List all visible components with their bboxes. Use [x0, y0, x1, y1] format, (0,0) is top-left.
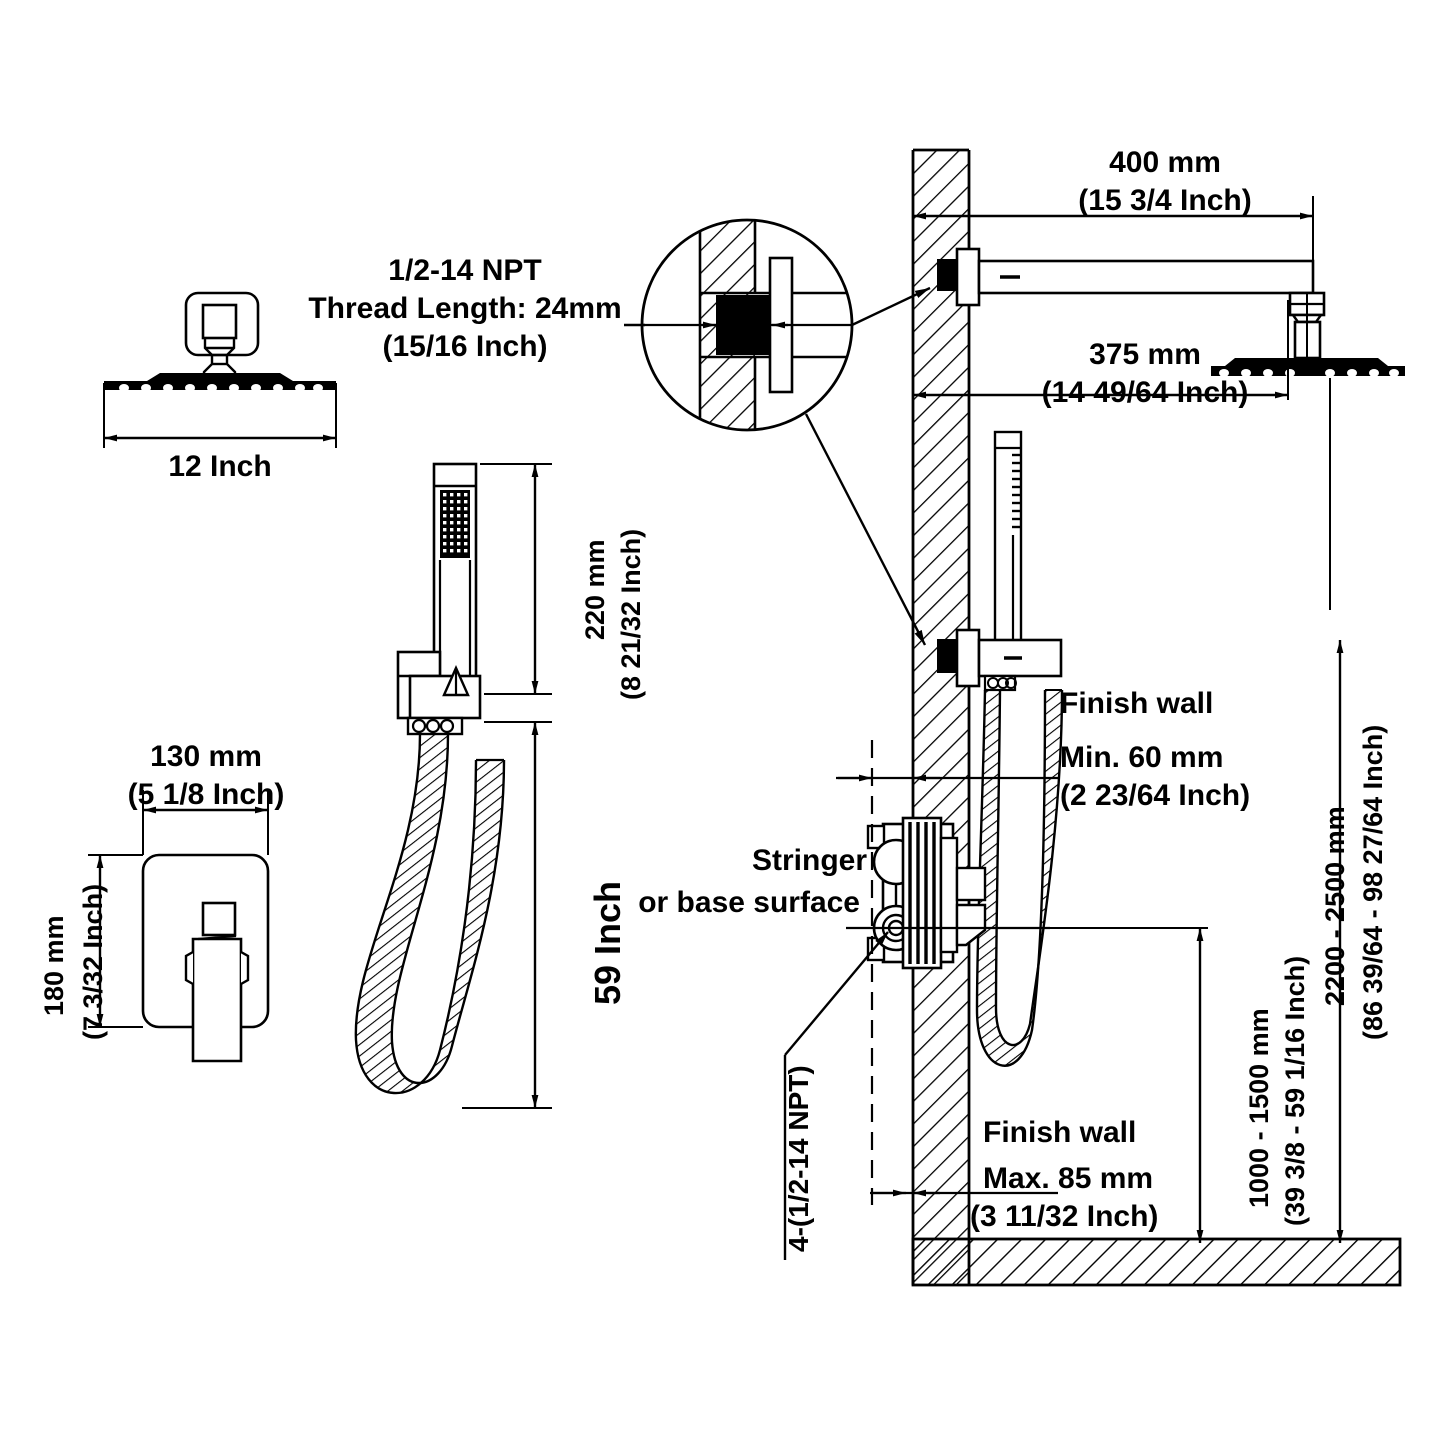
finish-wall-max-value: Max. 85 mm — [983, 1162, 1154, 1195]
valve-height-inch: (39 3/8 - 59 1/16 Inch) — [1280, 955, 1310, 1226]
head-height-inch: (86 39/64 - 98 27/64 Inch) — [1358, 724, 1388, 1040]
arm-length-mm: 400 mm — [1109, 146, 1221, 179]
thread-spec-line2: Thread Length: 24mm — [308, 292, 622, 325]
thread-spec-line1: 1/2-14 NPT — [388, 254, 542, 287]
trim-height-inch: (7 3/32 Inch) — [78, 883, 108, 1040]
valve-trim-drawing — [88, 790, 270, 1063]
head-offset-mm: 375 mm — [1089, 338, 1201, 371]
stringer-label-line1: Stringer — [752, 844, 868, 877]
head-offset-inch: (14 49/64 Inch) — [1041, 376, 1249, 409]
npt-ports-label: 4-(1/2-14 NPT) — [783, 1065, 814, 1252]
finish-wall-min-value-inch: (2 23/64 Inch) — [1060, 779, 1251, 812]
rain-head-width-dimension-label: 12 Inch — [168, 450, 272, 483]
wall-section-drawing — [783, 148, 1405, 1287]
trim-width-mm: 130 mm — [150, 740, 262, 773]
hand-shower-drawing — [354, 462, 552, 1109]
rain-shower-head-drawing — [103, 291, 337, 448]
head-height-mm: 2200 - 2500 mm — [1320, 806, 1350, 1006]
stringer-label-line2: or base surface — [638, 886, 860, 919]
valve-height-mm: 1000 - 1500 mm — [1244, 1008, 1274, 1208]
finish-wall-min-value: Min. 60 mm — [1060, 741, 1224, 774]
thread-detail-circle — [624, 218, 931, 646]
hand-shower-head-length-mm: 220 mm — [580, 539, 610, 640]
finish-wall-max-value-inch: (3 11/32 Inch) — [970, 1200, 1159, 1233]
trim-height-mm: 180 mm — [39, 915, 69, 1016]
finish-wall-max-title: Finish wall — [983, 1116, 1137, 1149]
thread-spec-line3: (15/16 Inch) — [382, 330, 548, 363]
trim-width-inch: (5 1/8 Inch) — [127, 778, 285, 811]
arm-length-inch: (15 3/4 Inch) — [1078, 184, 1252, 217]
finish-wall-min-title: Finish wall — [1060, 687, 1214, 720]
hand-shower-head-length-inch: (8 21/32 Inch) — [616, 528, 646, 700]
